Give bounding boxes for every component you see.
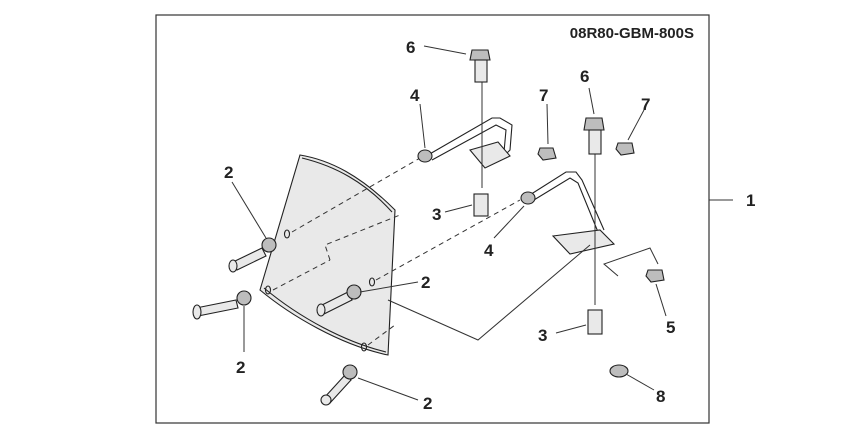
collar-3-right [587,309,603,335]
alignment-lines [272,157,521,346]
bolt-2-b [192,290,252,320]
callout-3-left: 3 [432,205,441,224]
nut-7-right [615,142,635,156]
right-bracket [524,148,616,305]
callout-leaders [231,45,667,401]
callout-8: 8 [656,387,665,406]
callout-2-a: 2 [224,163,233,182]
nut-4-left [417,149,433,163]
callout-3-right: 3 [538,326,547,345]
nut-7-left [537,147,557,161]
callout-6-left: 6 [406,38,415,57]
callout-7-right: 7 [641,95,650,114]
diagram-frame [155,14,710,424]
nut-5 [645,269,665,283]
callout-4-left: 4 [410,86,420,105]
callout-6-right: 6 [580,67,589,86]
callout-2-c: 2 [421,273,430,292]
assembly-leaders [387,244,659,341]
left-bracket [427,68,513,188]
callout-2-b: 2 [236,358,245,377]
callout-numbers: 6 4 7 6 7 2 3 4 2 2 3 5 8 2 [224,38,675,413]
callout-1: 1 [746,191,755,210]
bolt-2-c [316,284,362,317]
nut-8 [609,364,629,378]
collar-3-left [473,193,489,217]
nut-4-right [520,191,536,205]
callout-5: 5 [666,318,675,337]
callout-7-left: 7 [539,86,548,105]
callout-2-d: 2 [423,394,432,413]
bolt-6-right [583,117,605,155]
part-number-label: 08R80-GBM-800S [570,25,694,42]
bolt-6-left [469,49,491,83]
callout-4-right: 4 [484,241,494,260]
bolt-2-a [228,237,277,273]
bolt-2-d [320,364,358,406]
windscreen [259,154,396,356]
